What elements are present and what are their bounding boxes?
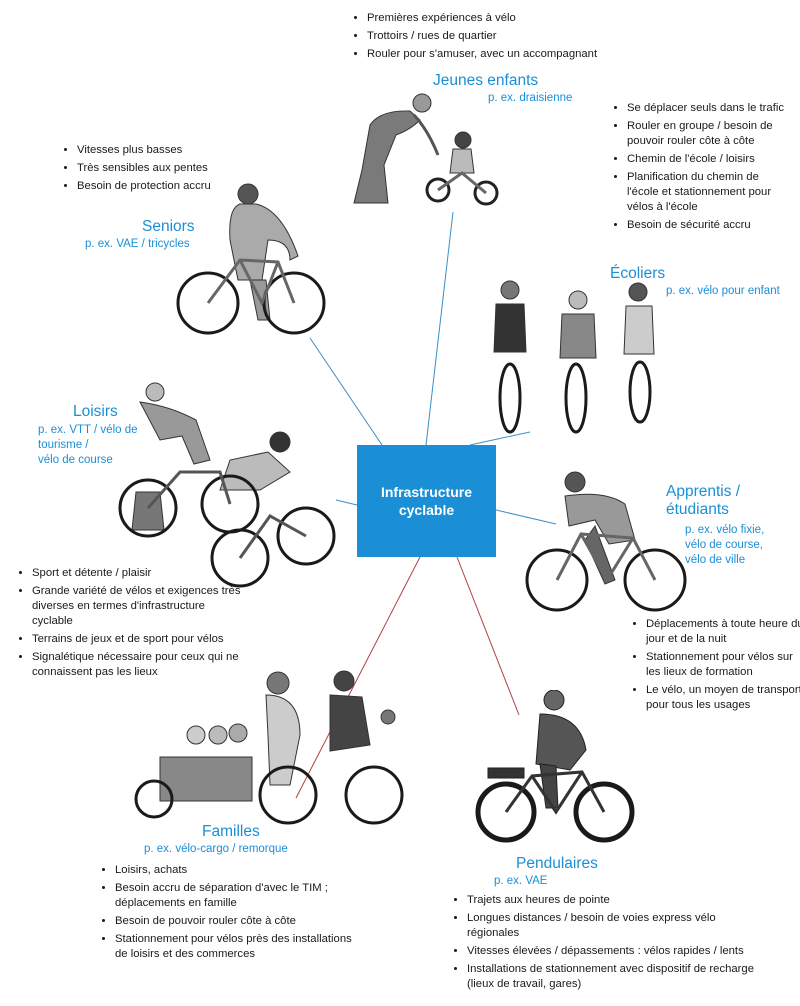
connector-seniors: [309, 337, 383, 446]
apprentis-title-line: Apprentis /: [666, 483, 741, 500]
apprentis-subtitle: p. ex. vélo fixie, vélo de course, vélo …: [685, 523, 795, 568]
list-item: Se déplacer seuls dans le trafic: [627, 101, 787, 116]
list-item: Premières expériences à vélo: [367, 11, 667, 26]
connector-familles: [295, 556, 421, 799]
apprentis-subtitle-line: vélo de ville: [685, 554, 746, 566]
list-item: Stationnement pour vélos près des instal…: [115, 932, 365, 962]
list-item: Rouler en groupe / besoin de pouvoir rou…: [627, 119, 787, 149]
list-item: Besoin de pouvoir rouler côte à côte: [115, 914, 365, 929]
list-item: Loisirs, achats: [115, 863, 365, 878]
pendulaires-subtitle: p. ex. VAE: [494, 875, 548, 887]
center-box-infrastructure: Infrastructure cyclable: [357, 445, 496, 557]
list-item: Rouler pour s'amuser, avec un accompagna…: [367, 47, 667, 62]
list-item: Longues distances / besoin de voies expr…: [467, 911, 767, 941]
connector-loisirs: [335, 499, 358, 506]
list-item: Trottoirs / rues de quartier: [367, 29, 667, 44]
apprentis-bullets: Déplacements à toute heure du jour et de…: [631, 617, 800, 716]
loisirs-bullets: Sport et détente / plaisir Grande variét…: [17, 566, 247, 683]
loisirs-subtitle-line: p. ex. VTT / vélo de: [38, 424, 138, 436]
apprentis-subtitle-line: p. ex. vélo fixie,: [685, 524, 765, 536]
ecoliers-subtitle: p. ex. vélo pour enfant: [666, 285, 780, 297]
list-item: Grande variété de vélos et exigences trè…: [32, 584, 247, 629]
center-label: Infrastructure cyclable: [380, 484, 473, 518]
list-item: Planification du chemin de l'école et st…: [627, 170, 787, 215]
familles-bullets: Loisirs, achats Besoin accru de séparati…: [100, 863, 365, 965]
apprentis-title: Apprentis / étudiants: [666, 483, 740, 519]
figure-commuters-illustration: [475, 690, 635, 843]
pendulaires-bullets: Trajets aux heures de pointe Longues dis…: [452, 893, 767, 995]
list-item: Besoin accru de séparation d'avec le TIM…: [115, 881, 365, 911]
list-item: Trajets aux heures de pointe: [467, 893, 767, 908]
list-item: Sport et détente / plaisir: [32, 566, 247, 581]
list-item: Le vélo, un moyen de transport pour tous…: [646, 683, 800, 713]
list-item: Besoin de sécurité accru: [627, 218, 787, 233]
jeunes-enfants-bullets: Premières expériences à vélo Trottoirs /…: [352, 11, 667, 65]
familles-subtitle: p. ex. vélo-cargo / remorque: [144, 843, 288, 855]
figure-seniors-illustration: [176, 183, 326, 335]
figure-young-children-illustration: [353, 93, 499, 206]
list-item: Vitesses plus basses: [77, 143, 277, 158]
loisirs-subtitle-line: vélo de course: [38, 454, 113, 466]
apprentis-subtitle-line: vélo de course,: [685, 539, 763, 551]
connector-pendulaires: [456, 556, 520, 716]
list-item: Déplacements à toute heure du jour et de…: [646, 617, 800, 647]
list-item: Installations de stationnement avec disp…: [467, 962, 767, 992]
list-item: Terrains de jeux et de sport pour vélos: [32, 632, 247, 647]
connector-ecoliers: [469, 431, 531, 446]
figure-schoolchildren-illustration: [493, 280, 655, 434]
list-item: Stationnement pour vélos sur les lieux d…: [646, 650, 800, 680]
seniors-bullets: Vitesses plus basses Très sensibles aux …: [62, 143, 277, 197]
list-item: Très sensibles aux pentes: [77, 161, 277, 176]
list-item: Signalétique nécessaire pour ceux qui ne…: [32, 650, 247, 680]
ecoliers-title: Écoliers: [610, 265, 666, 282]
seniors-subtitle: p. ex. VAE / tricycles: [85, 238, 190, 250]
connector-apprentis: [495, 509, 557, 525]
loisirs-title: Loisirs: [73, 403, 118, 420]
jeunes-enfants-title: Jeunes enfants: [433, 72, 539, 89]
list-item: Chemin de l'école / loisirs: [627, 152, 787, 167]
list-item: Besoin de protection accru: [77, 179, 277, 194]
seniors-title: Seniors: [142, 218, 195, 235]
figure-apprentices-illustration: [525, 471, 687, 612]
apprentis-title-line: étudiants: [666, 501, 729, 518]
connector-jeunes-enfants: [425, 211, 454, 446]
figure-leisure-illustration: [118, 382, 336, 588]
list-item: Vitesses élevées / dépassements : vélos …: [467, 944, 767, 959]
loisirs-subtitle-line: tourisme /: [38, 439, 89, 451]
jeunes-enfants-subtitle: p. ex. draisienne: [488, 92, 573, 104]
pendulaires-title: Pendulaires: [516, 855, 598, 872]
figure-families-illustration: [134, 670, 404, 825]
loisirs-subtitle: p. ex. VTT / vélo de tourisme / vélo de …: [38, 423, 158, 468]
ecoliers-bullets: Se déplacer seuls dans le trafic Rouler …: [612, 101, 787, 236]
familles-title: Familles: [202, 823, 260, 840]
